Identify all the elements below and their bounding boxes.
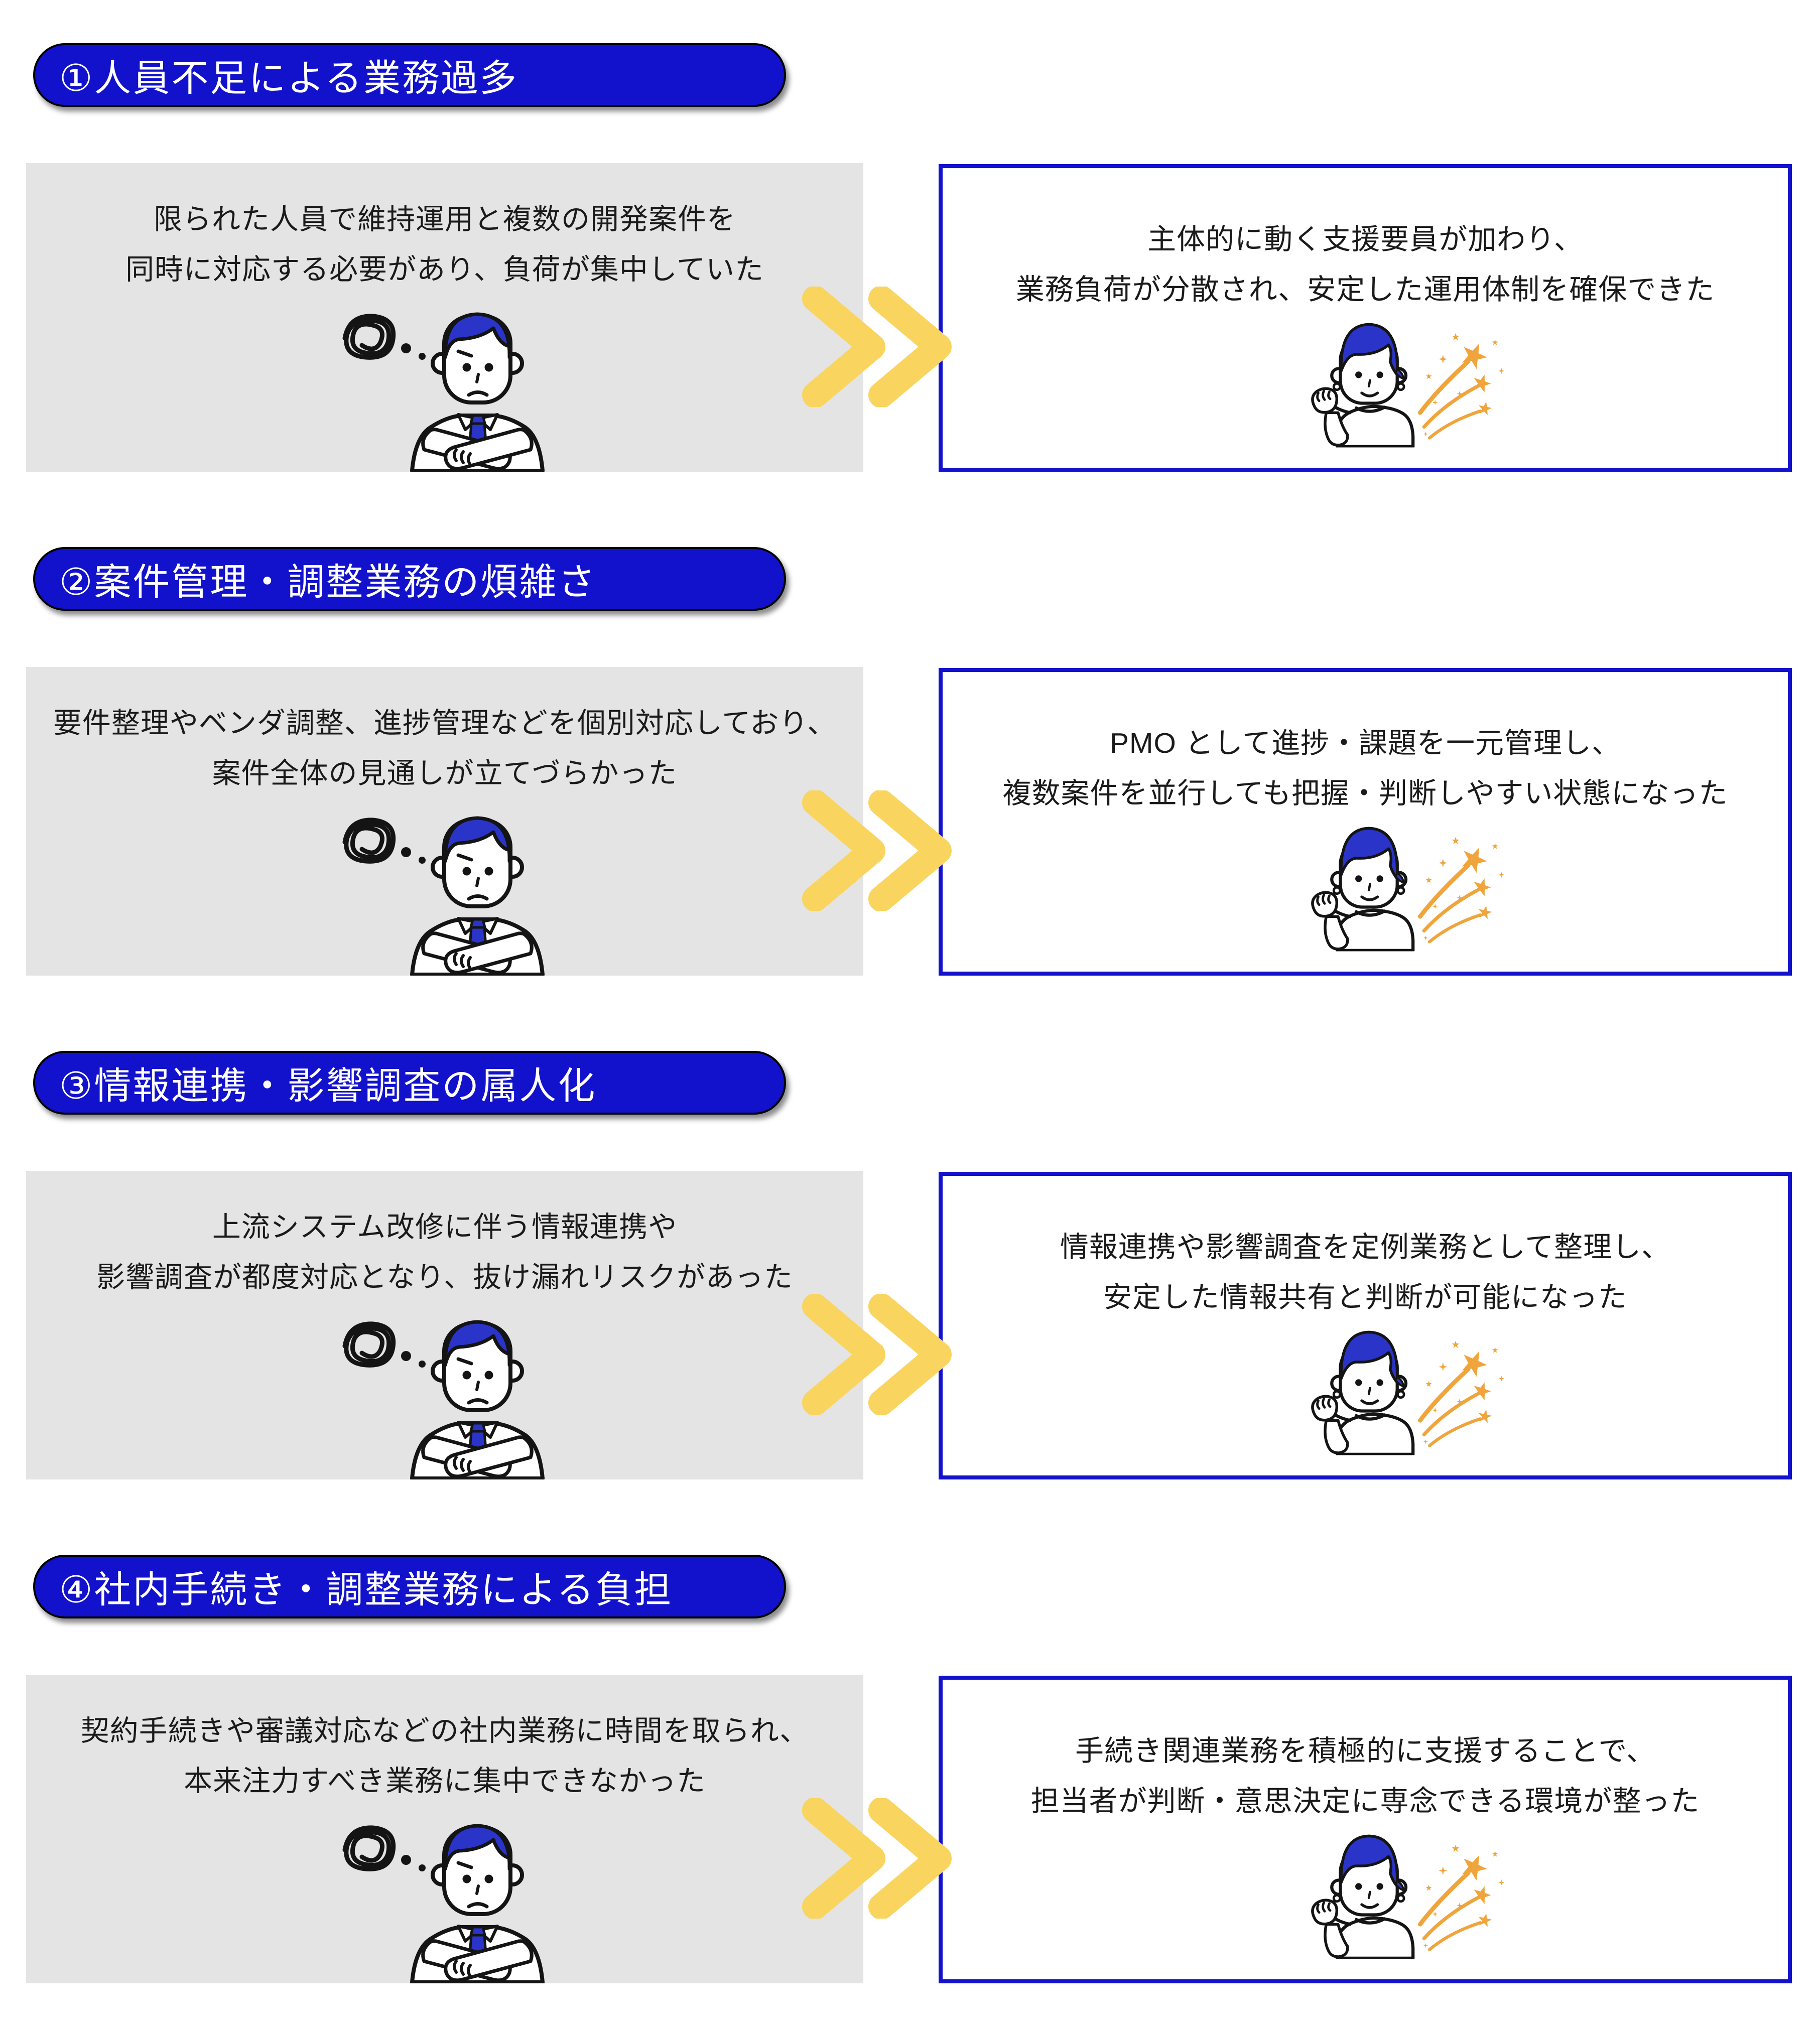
double-chevron-right-icon [801, 790, 967, 911]
solution-line-2: 安定した情報共有と判断が可能になった [1103, 1281, 1627, 1313]
section-1-solution-box: 主体的に動く支援要員が加わり、 業務負荷が分散され、安定した運用体制を確保できた [939, 164, 1792, 472]
section-2-solution-box: PMO として進捗・課題を一元管理し、 複数案件を並行しても把握・判断しやすい状… [939, 668, 1792, 976]
problem-line-1: 上流システム改修に伴う情報連携や [212, 1211, 678, 1243]
section-4-problem-text: 契約手続きや審議対応などの社内業務に時間を取られ、 本来注力すべき業務に集中でき… [26, 1675, 863, 1806]
section-2: ②案件管理・調整業務の煩雑さ 要件整理やベンダ調整、進捗管理などを個別対応してお… [0, 547, 1820, 976]
problem-line-2: 同時に対応する必要があり、負荷が集中していた [125, 253, 764, 286]
solution-line-1: PMO として進捗・課題を一元管理し、 [1110, 727, 1621, 759]
happy-person-shooting-stars-icon [1290, 1803, 1511, 1977]
solution-line-1: 主体的に動く支援要員が加わり、 [1147, 223, 1583, 255]
section-2-problem-text: 要件整理やベンダ調整、進捗管理などを個別対応しており、 案件全体の見通しが立てづ… [26, 667, 863, 798]
double-chevron-right-icon [801, 287, 967, 407]
solution-line-2: 複数案件を並行しても把握・判断しやすい状態になった [1002, 777, 1728, 809]
section-4-content: 契約手続きや審議対応などの社内業務に時間を取られ、 本来注力すべき業務に集中でき… [0, 1675, 1820, 1983]
happy-person-shooting-stars-icon [1290, 795, 1511, 970]
section-3-header-pill: ③情報連携・影響調査の属人化 [33, 1051, 786, 1115]
section-3-problem-box: 上流システム改修に伴う情報連携や 影響調査が都度対応となり、抜け漏れリスクがあっ… [26, 1171, 863, 1479]
section-3-header-title: ③情報連携・影響調査の属人化 [59, 1065, 597, 1107]
section-1-solution-text: 主体的に動く支援要員が加わり、 業務負荷が分散され、安定した運用体制を確保できた [943, 168, 1788, 315]
happy-person-shooting-stars-icon [1290, 1299, 1511, 1473]
solution-line-1: 手続き関連業務を積極的に支援することで、 [1075, 1735, 1655, 1767]
double-chevron-right-icon [801, 1798, 967, 1919]
section-1-header-title: ①人員不足による業務過多 [59, 57, 518, 99]
worried-person-scribble-icon [327, 1304, 563, 1479]
section-3: ③情報連携・影響調査の属人化 上流システム改修に伴う情報連携や 影響調査が都度対… [0, 1051, 1820, 1479]
section-3-content: 上流システム改修に伴う情報連携や 影響調査が都度対応となり、抜け漏れリスクがあっ… [0, 1171, 1820, 1479]
section-3-solution-text: 情報連携や影響調査を定例業務として整理し、 安定した情報共有と判断が可能になった [943, 1176, 1788, 1322]
problem-line-2: 影響調査が都度対応となり、抜け漏れリスクがあった [96, 1261, 793, 1293]
section-1-problem-text: 限られた人員で維持運用と複数の開発案件を 同時に対応する必要があり、負荷が集中し… [26, 163, 863, 295]
problem-line-2: 案件全体の見通しが立てづらかった [212, 757, 678, 789]
problem-line-2: 本来注力すべき業務に集中できなかった [183, 1765, 706, 1797]
section-2-problem-box: 要件整理やベンダ調整、進捗管理などを個別対応しており、 案件全体の見通しが立てづ… [26, 667, 863, 976]
problem-line-1: 契約手続きや審議対応などの社内業務に時間を取られ、 [80, 1715, 809, 1747]
double-chevron-right-icon [801, 1294, 967, 1415]
infographic-page: ①人員不足による業務過多 限られた人員で維持運用と複数の開発案件を 同時に対応す… [0, 43, 1820, 1983]
section-1: ①人員不足による業務過多 限られた人員で維持運用と複数の開発案件を 同時に対応す… [0, 43, 1820, 472]
solution-line-1: 情報連携や影響調査を定例業務として整理し、 [1060, 1231, 1671, 1263]
worried-person-scribble-icon [327, 296, 563, 472]
section-4-solution-text: 手続き関連業務を積極的に支援することで、 担当者が判断・意思決定に専念できる環境… [943, 1680, 1788, 1826]
problem-line-1: 限られた人員で維持運用と複数の開発案件を [154, 203, 736, 235]
solution-line-2: 業務負荷が分散され、安定した運用体制を確保できた [1015, 274, 1715, 306]
section-1-header-pill: ①人員不足による業務過多 [33, 43, 786, 107]
worried-person-scribble-icon [327, 800, 563, 976]
section-4-solution-box: 手続き関連業務を積極的に支援することで、 担当者が判断・意思決定に専念できる環境… [939, 1676, 1792, 1983]
section-1-problem-box: 限られた人員で維持運用と複数の開発案件を 同時に対応する必要があり、負荷が集中し… [26, 163, 863, 472]
section-3-solution-box: 情報連携や影響調査を定例業務として整理し、 安定した情報共有と判断が可能になった [939, 1172, 1792, 1479]
section-2-content: 要件整理やベンダ調整、進捗管理などを個別対応しており、 案件全体の見通しが立てづ… [0, 667, 1820, 976]
section-4-header-pill: ④社内手続き・調整業務による負担 [33, 1555, 786, 1618]
section-2-solution-text: PMO として進捗・課題を一元管理し、 複数案件を並行しても把握・判断しやすい状… [943, 672, 1788, 819]
problem-line-1: 要件整理やベンダ調整、進捗管理などを個別対応しており、 [53, 707, 837, 739]
happy-person-shooting-stars-icon [1290, 291, 1511, 466]
section-2-header-pill: ②案件管理・調整業務の煩雑さ [33, 547, 786, 611]
section-3-problem-text: 上流システム改修に伴う情報連携や 影響調査が都度対応となり、抜け漏れリスクがあっ… [26, 1171, 863, 1302]
section-2-header-title: ②案件管理・調整業務の煩雑さ [59, 561, 597, 603]
section-4-problem-box: 契約手続きや審議対応などの社内業務に時間を取られ、 本来注力すべき業務に集中でき… [26, 1675, 863, 1983]
section-4-header-title: ④社内手続き・調整業務による負担 [59, 1569, 673, 1610]
section-1-content: 限られた人員で維持運用と複数の開発案件を 同時に対応する必要があり、負荷が集中し… [0, 163, 1820, 472]
solution-line-2: 担当者が判断・意思決定に専念できる環境が整った [1030, 1785, 1700, 1817]
section-4: ④社内手続き・調整業務による負担 契約手続きや審議対応などの社内業務に時間を取ら… [0, 1555, 1820, 1983]
worried-person-scribble-icon [327, 1808, 563, 1983]
